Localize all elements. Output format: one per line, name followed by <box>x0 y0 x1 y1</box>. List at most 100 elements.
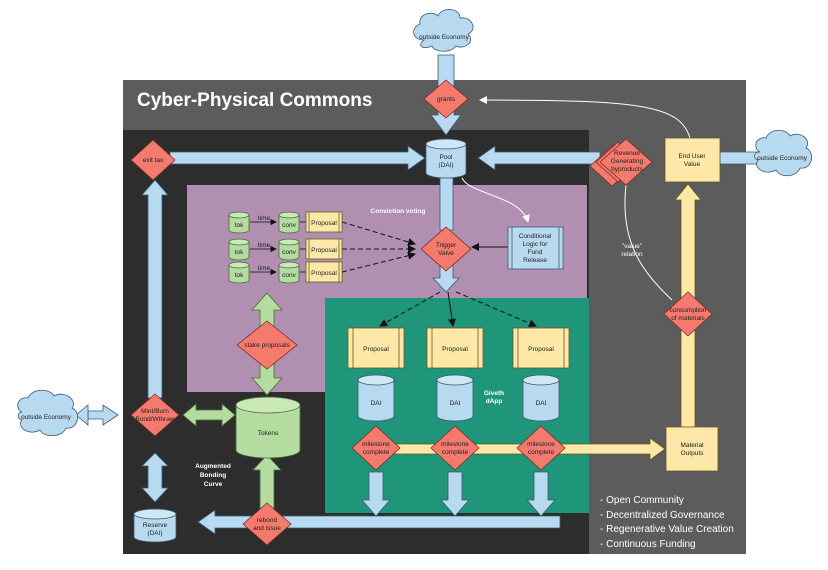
conditional-label-1: Conditional <box>519 233 552 240</box>
rebond-label-1: rebond <box>257 517 278 524</box>
conv-label-3: conv <box>282 272 296 279</box>
time-label-1: time <box>258 215 271 222</box>
consumption-diamond: consumption of materials <box>663 291 713 337</box>
trigger-label-1: Trigger <box>436 242 457 249</box>
milestone-3-label-2: complete <box>528 449 555 456</box>
end-user-value-box: End User Value <box>664 137 721 183</box>
arrow-pool-to-trigger <box>439 177 454 231</box>
arrow-enduser-to-cloud <box>719 151 761 165</box>
line-trigger-to-p1 <box>379 291 441 327</box>
reserve-cylinder: Reserve (DAI) <box>133 508 177 543</box>
bullet-item: - Decentralized Governance <box>600 509 725 521</box>
pool-label-2: (DAI) <box>438 162 453 169</box>
value-relation-label-2: relation <box>621 251 643 258</box>
milestone-diamond-3: milestone complete <box>516 425 566 471</box>
arrow-rebond-to-tokens <box>252 454 282 513</box>
bullet-item: - Regenerative Value Creation <box>600 524 734 535</box>
arrow-mint-reserve <box>141 452 169 503</box>
exit-tax-label: exit tax <box>143 157 164 164</box>
small-proposals <box>305 211 343 283</box>
dai-label-3: DAI <box>536 400 547 407</box>
end-user-label-2: Value <box>684 161 701 168</box>
line-revenue-to-consumption <box>624 184 673 301</box>
arrow-dai1-down <box>361 471 391 517</box>
giveth-label-2: dApp <box>486 398 503 405</box>
big-proposal-2 <box>426 327 484 369</box>
milestone-diamond-2: milestone complete <box>430 425 480 471</box>
arrow-mint-tokens <box>182 403 236 427</box>
big-proposals <box>347 327 570 369</box>
exit-tax-diamond: exit tax <box>130 139 176 181</box>
milestone-diamond-1: milestone complete <box>351 425 401 471</box>
abc-label-2: Bonding <box>200 472 226 479</box>
dai-cylinder-2 <box>436 380 474 422</box>
abc-label-3: Curve <box>204 481 223 488</box>
tok-label-1: tok <box>235 222 244 229</box>
pool-label-1: Pool <box>439 154 453 161</box>
bullet-item: - Continuous Funding <box>600 538 696 550</box>
material-outputs-label-1: Material <box>680 442 704 449</box>
arrow-cloud-mint-back <box>75 404 89 426</box>
cloud-right: outside Economy <box>754 129 813 177</box>
dai-cylinder-1 <box>357 380 395 422</box>
line-trigger-to-p2 <box>447 291 456 327</box>
small-proposal-2 <box>305 238 343 260</box>
cloud-right-label: outside Economy <box>757 155 808 162</box>
cloud-top-label: outside Economy <box>419 34 470 41</box>
small-proposal-3 <box>305 261 343 283</box>
principles-list: - Open Community - Decentralized Governa… <box>600 494 780 552</box>
conditional-logic-box: Conditional Logic for Fund Release <box>507 226 564 270</box>
small-proposal-1 <box>305 211 343 233</box>
line-pool-to-conditional <box>461 177 530 223</box>
dai-cylinders <box>357 374 560 422</box>
trigger-label-2: Valve <box>438 250 454 257</box>
bullet-item: - Open Community <box>600 495 684 506</box>
material-outputs-label-2: Outputs <box>681 450 705 457</box>
arrow-cloud-mint <box>87 404 119 426</box>
grants-label: grants <box>437 96 456 103</box>
reserve-label-1: Reserve <box>143 522 168 529</box>
conv-label-2: conv <box>282 249 296 256</box>
reserve-label-2: (DAI) <box>147 530 162 537</box>
conditional-label-4: Release <box>523 257 547 264</box>
tok-label-3: tok <box>235 272 244 279</box>
mint-burn-diamond: Mint/Burn Bond/Wthraw <box>130 393 180 437</box>
stake-proposals-label: stake proposals <box>244 342 290 349</box>
time-label-2: time <box>258 242 271 249</box>
milestone-1-label-2: complete <box>363 449 390 456</box>
line-prop3-to-trigger <box>341 251 416 273</box>
conv-cylinder-1 <box>278 215 300 234</box>
small-proposal-label-2: Proposal <box>311 247 337 254</box>
time-label-3: time <box>258 265 271 272</box>
big-proposal-label-1: Proposal <box>363 346 389 353</box>
arrow-exittax-to-pool <box>169 145 426 171</box>
tok-conv-labels: tok tok tok time time time conv conv con… <box>235 215 297 279</box>
page-title: Cyber-Physical Commons <box>137 90 373 111</box>
conv-label-1: conv <box>282 222 296 229</box>
dai-cylinder-3 <box>522 380 560 422</box>
pool-cylinder: Pool (DAI) <box>425 138 467 179</box>
arrow-dai2-down <box>440 471 470 517</box>
conditional-label-3: Fund <box>528 249 543 256</box>
giveth-label-1: Giveth <box>484 390 504 397</box>
end-user-label-1: End User <box>678 153 706 160</box>
tokens-cylinder: Tokens <box>235 396 301 459</box>
consumption-label-2: of materials <box>671 315 705 322</box>
stake-proposals-diamond: stake proposals <box>236 320 298 370</box>
connector-lines <box>250 96 691 327</box>
tok-cylinders <box>228 211 300 284</box>
tokens-label: Tokens <box>258 430 279 437</box>
revenue-label-2: Generating <box>611 158 644 165</box>
dai-label-1: DAI <box>371 400 382 407</box>
revenue-label-3: byproducts <box>611 166 644 173</box>
value-relation-label-1: "value" <box>622 243 643 250</box>
big-proposal-label-2: Proposal <box>442 346 468 353</box>
revenue-label-1: Revenue <box>614 150 640 157</box>
cloud-left: outside Economy <box>17 389 79 437</box>
tok-cylinder-1 <box>228 215 250 234</box>
tok-cylinder-3 <box>228 265 250 284</box>
big-proposal-label-3: Proposal <box>528 346 554 353</box>
milestone-1-label-1: milestone <box>362 441 390 448</box>
dai-label-2: DAI <box>450 400 461 407</box>
